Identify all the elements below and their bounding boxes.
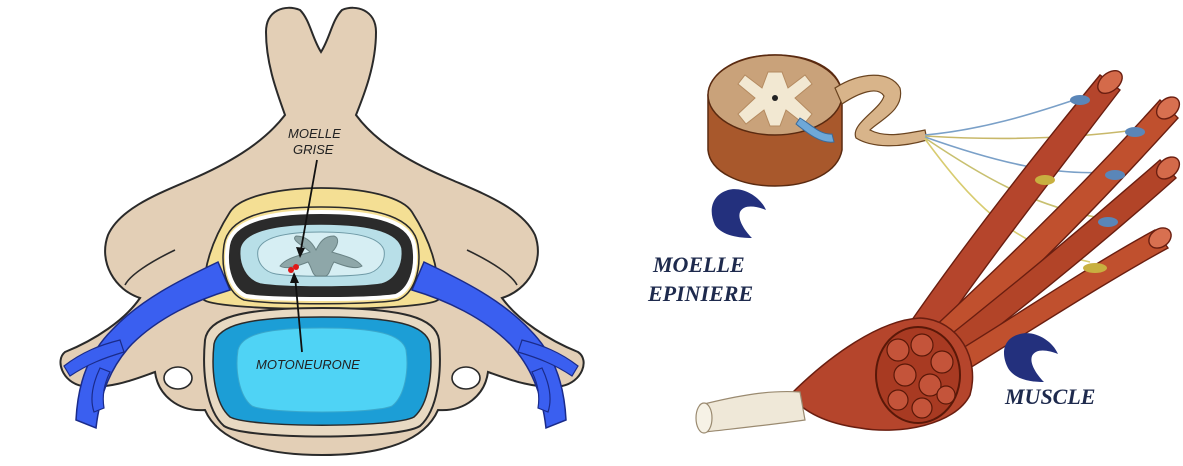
central-canal [772, 95, 778, 101]
vertebra-diagram: MOELLE GRISE MOTONEURONE [60, 8, 583, 455]
arrow-spinal-cord [712, 189, 766, 238]
transverse-foramen-right [452, 367, 480, 389]
label-muscle: MUSCLE [1004, 384, 1095, 409]
label-spinal-cord-line1: MOELLE [652, 252, 745, 277]
label-motoneuron: MOTONEURONE [256, 357, 360, 372]
label-gray-matter-line2: GRISE [293, 142, 334, 157]
motoneuron-dot [293, 264, 299, 270]
label-gray-matter-line1: MOELLE [288, 126, 341, 141]
nerve-muscle-diagram: MOELLE EPINIERE MUSCLE [647, 55, 1183, 433]
transverse-foramen-left [164, 367, 192, 389]
tendon-end [696, 403, 712, 433]
motoneuron-dot [288, 267, 294, 273]
label-spinal-cord-line2: EPINIERE [647, 281, 753, 306]
arrow-muscle [1004, 333, 1058, 382]
tendon [700, 392, 805, 432]
nerve-root [835, 75, 927, 146]
